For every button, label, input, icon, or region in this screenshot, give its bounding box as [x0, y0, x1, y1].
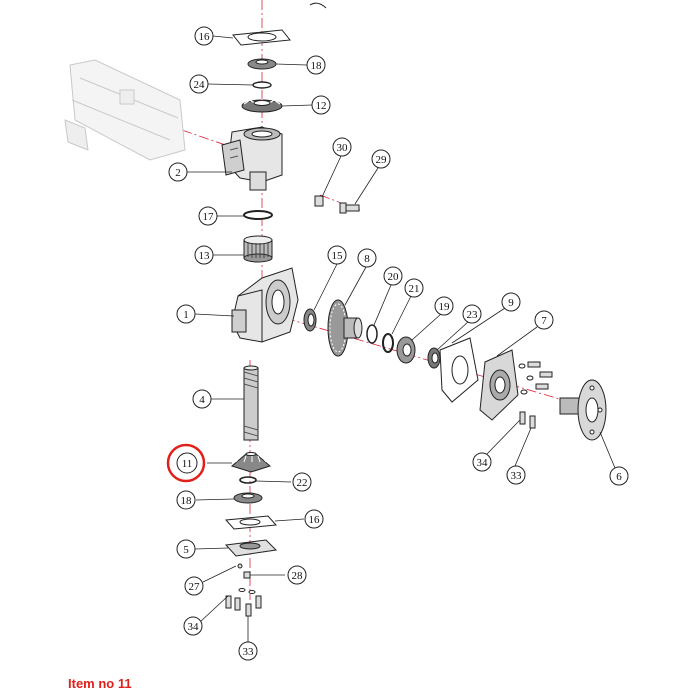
callout-2[interactable]: 2 [168, 162, 188, 182]
callout-1[interactable]: 1 [176, 304, 196, 324]
svg-text:7: 7 [541, 315, 547, 327]
bolts-bottom [225, 588, 262, 617]
svg-text:24: 24 [194, 79, 206, 91]
callout-4[interactable]: 4 [192, 389, 212, 409]
svg-text:23: 23 [467, 309, 479, 321]
seal-15 [303, 308, 317, 332]
callout-6[interactable]: 6 [609, 466, 629, 486]
svg-text:4: 4 [199, 394, 205, 406]
svg-text:16: 16 [309, 514, 321, 526]
callout-33-right[interactable]: 33 [506, 465, 526, 485]
callout-16-bottom[interactable]: 16 [304, 509, 324, 529]
callout-33-bottom[interactable]: 33 [238, 641, 258, 661]
callout-15[interactable]: 15 [327, 245, 347, 265]
callout-21[interactable]: 21 [404, 278, 424, 298]
svg-text:33: 33 [243, 646, 255, 658]
flange-6 [559, 379, 607, 441]
callout-9[interactable]: 9 [501, 292, 521, 312]
main-housing-1 [231, 267, 299, 343]
svg-text:21: 21 [409, 283, 420, 295]
callout-8[interactable]: 8 [357, 248, 377, 268]
washer-24 [252, 81, 272, 89]
svg-text:20: 20 [388, 271, 400, 283]
callout-27[interactable]: 27 [184, 576, 204, 596]
callout-34-bottom[interactable]: 34 [183, 616, 203, 636]
svg-text:6: 6 [616, 471, 622, 483]
svg-text:12: 12 [316, 100, 327, 112]
svg-text:18: 18 [181, 495, 193, 507]
callout-22[interactable]: 22 [292, 472, 312, 492]
callouts: 16 18 24 12 2 30 29 17 13 15 8 20 21 19 … [168, 26, 629, 661]
shaft-4 [243, 365, 259, 441]
svg-text:9: 9 [508, 297, 514, 309]
highlight-circle-item-11 [166, 443, 206, 483]
bearing-12 [241, 99, 283, 113]
svg-text:11: 11 [182, 458, 193, 470]
small-parts-27-28 [237, 563, 251, 579]
svg-text:34: 34 [188, 621, 200, 633]
callout-11[interactable]: 11 [176, 452, 198, 474]
svg-text:16: 16 [199, 31, 211, 43]
gasket-9 [439, 337, 479, 403]
bearing-18-top [247, 58, 277, 70]
callout-16-top[interactable]: 16 [194, 26, 214, 46]
callout-18-top[interactable]: 18 [306, 55, 326, 75]
upper-housing-2 [221, 126, 283, 191]
callout-28[interactable]: 28 [287, 565, 307, 585]
callout-23[interactable]: 23 [462, 304, 482, 324]
svg-text:5: 5 [183, 544, 189, 556]
callout-7[interactable]: 7 [534, 310, 554, 330]
svg-text:8: 8 [364, 253, 370, 265]
svg-text:2: 2 [175, 167, 181, 179]
ring-22 [239, 476, 257, 484]
svg-text:17: 17 [203, 211, 215, 223]
svg-text:1: 1 [183, 309, 189, 321]
cover-5 [224, 539, 278, 557]
svg-text:34: 34 [477, 457, 489, 469]
callout-30[interactable]: 30 [332, 137, 352, 157]
washer-17 [243, 210, 273, 220]
bearing-18-bottom [233, 492, 263, 504]
svg-text:27: 27 [189, 581, 201, 593]
callout-17[interactable]: 17 [198, 206, 218, 226]
bolts-right [518, 361, 553, 429]
bolts-30-29 [314, 195, 360, 214]
leader-lines [187, 35, 616, 642]
item-caption: Item no 11 [68, 676, 132, 691]
svg-text:18: 18 [311, 60, 323, 72]
callout-13[interactable]: 13 [194, 245, 214, 265]
callout-18-bottom[interactable]: 18 [176, 490, 196, 510]
callout-24[interactable]: 24 [189, 74, 209, 94]
gear-8 [327, 299, 363, 357]
svg-text:13: 13 [199, 250, 211, 262]
bearing-19 [396, 336, 416, 364]
gasket-16-top [232, 2, 327, 46]
cover-7 [479, 349, 519, 421]
circlip-20 [366, 324, 378, 344]
gasket-16-bottom [224, 515, 278, 530]
callout-5[interactable]: 5 [176, 539, 196, 559]
callout-20[interactable]: 20 [383, 266, 403, 286]
callout-19[interactable]: 19 [434, 296, 454, 316]
callout-12[interactable]: 12 [311, 95, 331, 115]
svg-text:22: 22 [297, 477, 308, 489]
seal-23 [427, 347, 441, 369]
callout-34-right[interactable]: 34 [472, 452, 492, 472]
svg-text:33: 33 [511, 470, 523, 482]
svg-text:15: 15 [332, 250, 344, 262]
svg-text:29: 29 [376, 154, 388, 166]
svg-text:28: 28 [292, 570, 304, 582]
ring-21 [382, 333, 394, 353]
background-housing [64, 59, 186, 161]
callout-29[interactable]: 29 [371, 149, 391, 169]
svg-text:30: 30 [337, 142, 349, 154]
needle-bearing-13 [243, 235, 273, 263]
svg-text:19: 19 [439, 301, 451, 313]
bevel-gear-11 [230, 452, 272, 473]
